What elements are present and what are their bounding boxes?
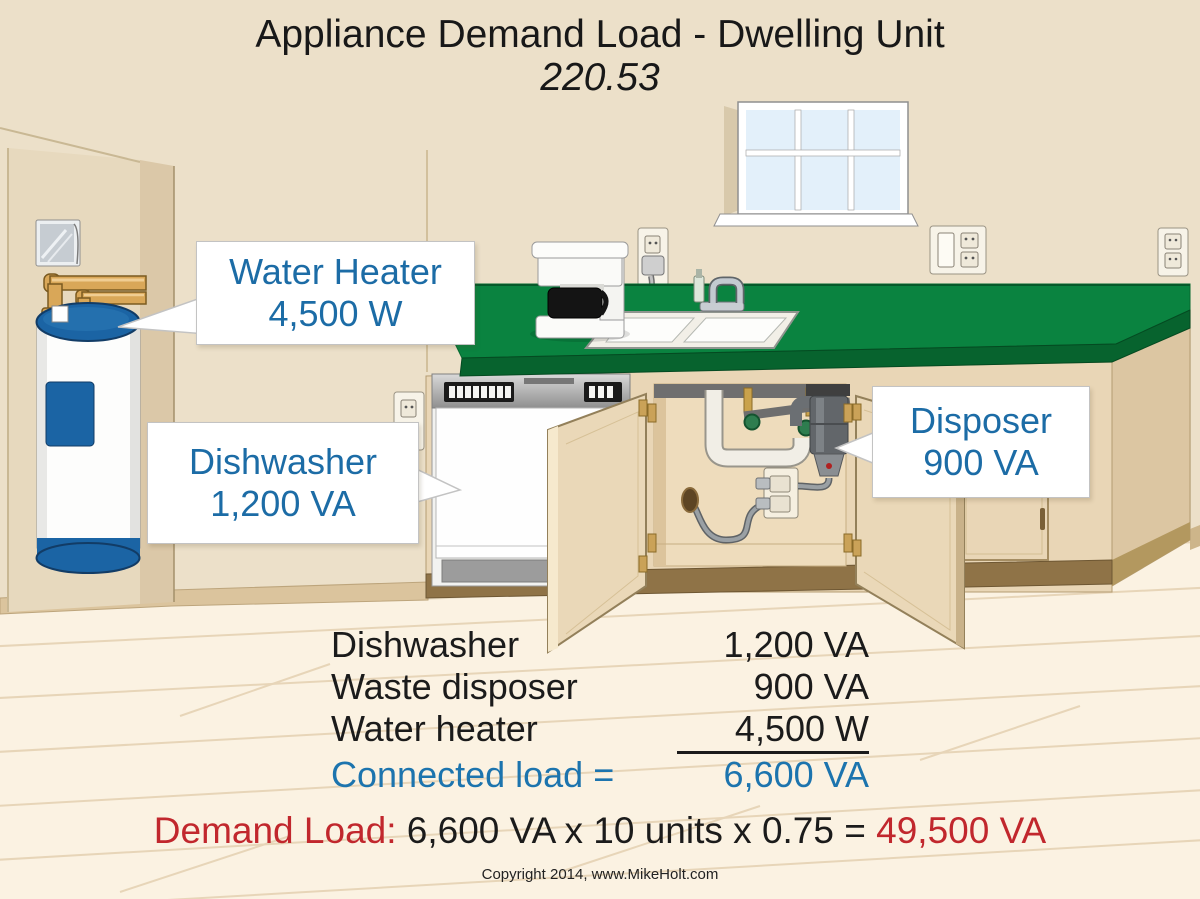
soap-bottle-icon xyxy=(693,275,705,303)
light-switch-icon xyxy=(937,232,955,268)
row-value: 1,200 VA xyxy=(723,624,869,665)
plug-icon xyxy=(755,477,771,490)
demand-load-label: Demand Load: xyxy=(153,810,407,851)
cabinet-outlet xyxy=(763,467,799,519)
shutoff-valve-icon xyxy=(743,413,761,431)
coffee-maker-plug xyxy=(641,255,665,276)
disposer-callout: Disposer 900 VA xyxy=(872,386,1090,498)
table-row: Water heater 4,500 W xyxy=(331,708,869,754)
disposer-callout-value: 900 VA xyxy=(923,442,1039,483)
cabinet-end-baseboard xyxy=(1112,522,1190,586)
water-heater-callout-title: Water Heater xyxy=(229,250,442,292)
demand-load-line: Demand Load: 6,600 VA x 10 units x 0.75 … xyxy=(0,810,1200,852)
water-heater-illustration xyxy=(35,302,141,574)
row-label: Water heater xyxy=(331,708,538,749)
water-heater-callout: Water Heater 4,500 W xyxy=(196,241,475,345)
dishwasher-callout-title: Dishwasher xyxy=(188,440,378,482)
title-line1: Appliance Demand Load - Dwelling Unit xyxy=(255,13,945,56)
row-value: 900 VA xyxy=(753,666,869,707)
copyright-notice: Copyright 2014, www.MikeHolt.com xyxy=(481,866,719,883)
callout-tails xyxy=(117,294,881,505)
table-row: Waste disposer 900 VA xyxy=(331,666,869,708)
supply-pipes xyxy=(743,387,753,413)
window xyxy=(713,101,919,227)
row-value-underlined: 4,500 W xyxy=(677,708,869,754)
total-value: 6,600 VA xyxy=(723,754,869,795)
coffee-carafe xyxy=(547,287,603,319)
cabinet-door-handle xyxy=(1040,508,1045,530)
window-glass xyxy=(746,110,900,210)
title-code-220-53: 220.53 xyxy=(540,56,660,99)
disposer-reset-button xyxy=(826,463,832,469)
disposer-callout-title: Disposer xyxy=(909,399,1053,441)
window-sill xyxy=(713,213,919,227)
disposer-illustration xyxy=(790,384,850,477)
coffee-maker-illustration xyxy=(530,241,630,342)
cabinet-hinges xyxy=(647,403,853,553)
baseboard-right xyxy=(1190,525,1200,550)
water-heater-callout-value: 4,500 W xyxy=(268,293,403,334)
demand-load-result: 49,500 VA xyxy=(876,810,1047,851)
connected-load-table: Dishwasher 1,200 VA Waste disposer 900 V… xyxy=(331,624,869,802)
table-row: Dishwasher 1,200 VA xyxy=(331,624,869,666)
wall-outlet-far-right xyxy=(1157,227,1189,277)
wall-switch-outlet-combo xyxy=(929,225,987,275)
row-label: Dishwasher xyxy=(331,624,520,665)
connected-load-total-row: Connected load = 6,600 VA xyxy=(331,750,869,802)
page-title: Appliance Demand Load - Dwelling Unit 22… xyxy=(0,13,1200,99)
plug-icon xyxy=(755,497,771,510)
demand-load-expression: 6,600 VA x 10 units x 0.75 = xyxy=(406,810,877,851)
cord-hole xyxy=(681,487,699,513)
row-label: Waste disposer xyxy=(331,666,578,707)
dishwasher-callout-value: 1,200 VA xyxy=(210,483,356,524)
countertop-edge xyxy=(459,309,1191,377)
tank-access-panel xyxy=(45,381,95,447)
sink-cabinet-interior xyxy=(647,383,853,567)
kitchen-sink xyxy=(583,269,800,349)
dishwasher-callout: Dishwasher 1,200 VA xyxy=(147,422,419,544)
wall-panel-mirror xyxy=(35,219,81,267)
open-cabinet-door-left xyxy=(547,392,648,654)
total-label: Connected load = xyxy=(331,754,615,795)
